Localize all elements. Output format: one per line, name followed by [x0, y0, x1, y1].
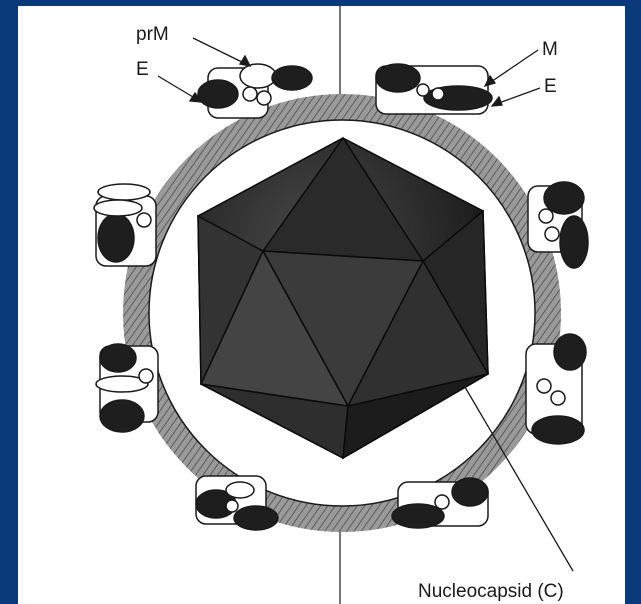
label-nucleocapsid: Nucleocapsid (C) — [418, 581, 564, 602]
label-e-left: E — [136, 59, 149, 80]
frame-right-border — [625, 0, 641, 604]
m-e-spike-right-lower — [526, 334, 586, 444]
label-m: M — [542, 39, 558, 60]
m-e-spike-bottom-right — [392, 478, 488, 528]
m-e-spike-top-right — [376, 64, 492, 114]
prm-e-spike-left-lower — [96, 344, 158, 432]
frame-left-border — [0, 0, 18, 604]
label-e-right: E — [544, 76, 557, 97]
prm-e-spike-bottom-left — [196, 476, 278, 530]
virion-diagram: prM E M E Nucleocapsid (C) — [18, 6, 625, 604]
prm-e-spike-left-upper — [94, 184, 156, 266]
label-prm: prM — [136, 24, 169, 45]
